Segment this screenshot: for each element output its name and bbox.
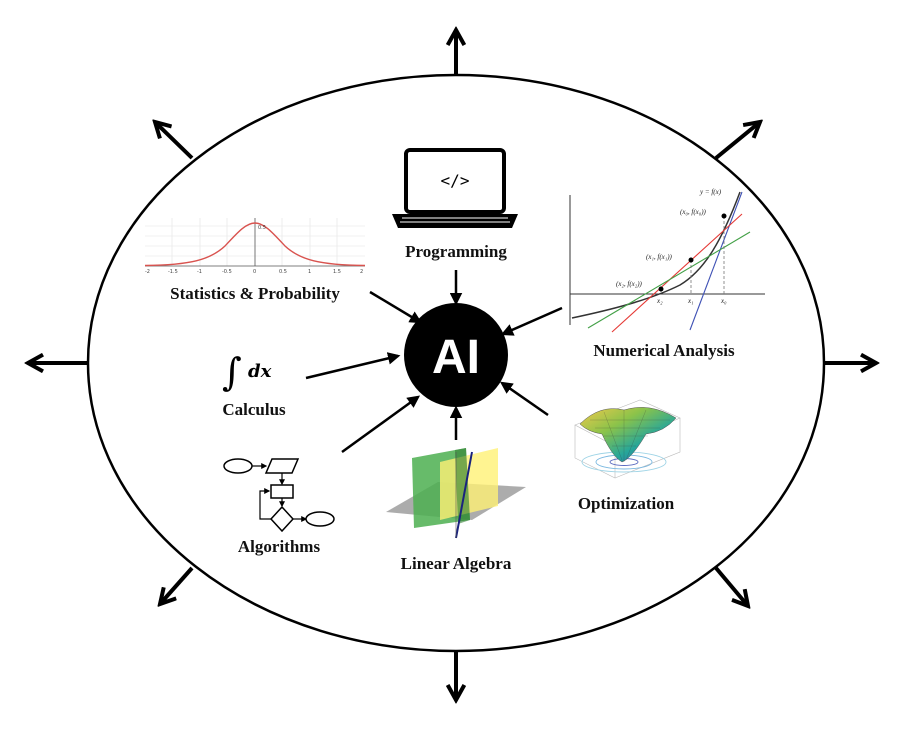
inward-arrows [305, 270, 563, 454]
arrow-algorithms-to-ai [341, 395, 421, 454]
point-label: (x₁, f(x₁)) [646, 253, 673, 261]
arrow-out-top-left [155, 122, 194, 160]
gauss-x-tick: -1 [197, 269, 202, 275]
gauss-x-tick: 1 [308, 269, 311, 275]
laptop-code-symbol: </> [441, 171, 470, 190]
arrow-calculus-to-ai [305, 352, 401, 380]
ai-circle [404, 303, 508, 407]
integral-sign: ∫ [222, 350, 242, 394]
axis-tick: x₂ [656, 297, 663, 305]
integral-dx: dx [248, 361, 272, 382]
newton-method-plot: y = f(x) (x₀, f(x₀)) (x₁, f(x₁)) (x₂, f(… [569, 188, 765, 333]
flowchart-icon [223, 458, 335, 533]
gauss-x-tick: -2 [145, 269, 150, 275]
gauss-x-tick: -0.5 [222, 269, 232, 275]
gauss-x-tick: 0 [253, 269, 256, 275]
laptop-icon: </> [392, 148, 518, 228]
arrow-out-bottom-left [160, 566, 194, 604]
gauss-y-tick: 0.5 [258, 225, 266, 231]
arrow-statistics-to-ai [369, 290, 423, 324]
ai-center: AI [404, 303, 508, 407]
gauss-x-ticks: -2 -1.5 -1 -0.5 0 0.5 1 1.5 2 [145, 269, 363, 275]
axis-tick: x₁ [687, 297, 694, 305]
arrow-out-bottom-right [714, 566, 748, 606]
outward-arrows [28, 30, 876, 700]
ai-label: AI [432, 331, 480, 384]
gaussian-plot: 0.5 -2 -1.5 -1 -0.5 0 0.5 1 1.5 2 [144, 218, 366, 275]
gauss-x-tick: 0.5 [279, 269, 287, 275]
planes-icon [386, 448, 526, 539]
arrow-optimization-to-ai [499, 381, 549, 417]
arrow-out-top-right [714, 122, 760, 160]
label-programming: Programming [405, 242, 507, 261]
label-calculus: Calculus [222, 400, 286, 419]
label-statistics: Statistics & Probability [170, 284, 340, 303]
point-label: (x₂, f(x₂)) [616, 280, 643, 288]
gauss-x-tick: 1.5 [333, 269, 341, 275]
label-linear-algebra: Linear Algebra [401, 554, 512, 573]
label-algorithms: Algorithms [238, 537, 321, 556]
gauss-x-tick: -1.5 [168, 269, 178, 275]
label-numerical-analysis: Numerical Analysis [593, 341, 735, 360]
integral-symbol: ∫ dx [222, 350, 272, 394]
arrow-numerical-to-ai [500, 306, 563, 336]
axis-tick: x₀ [720, 297, 727, 305]
label-optimization: Optimization [578, 494, 675, 513]
gauss-x-tick: 2 [360, 269, 363, 275]
surface-plot [574, 399, 681, 479]
point-label: (x₀, f(x₀)) [680, 208, 707, 216]
curve-label: y = f(x) [699, 188, 722, 196]
